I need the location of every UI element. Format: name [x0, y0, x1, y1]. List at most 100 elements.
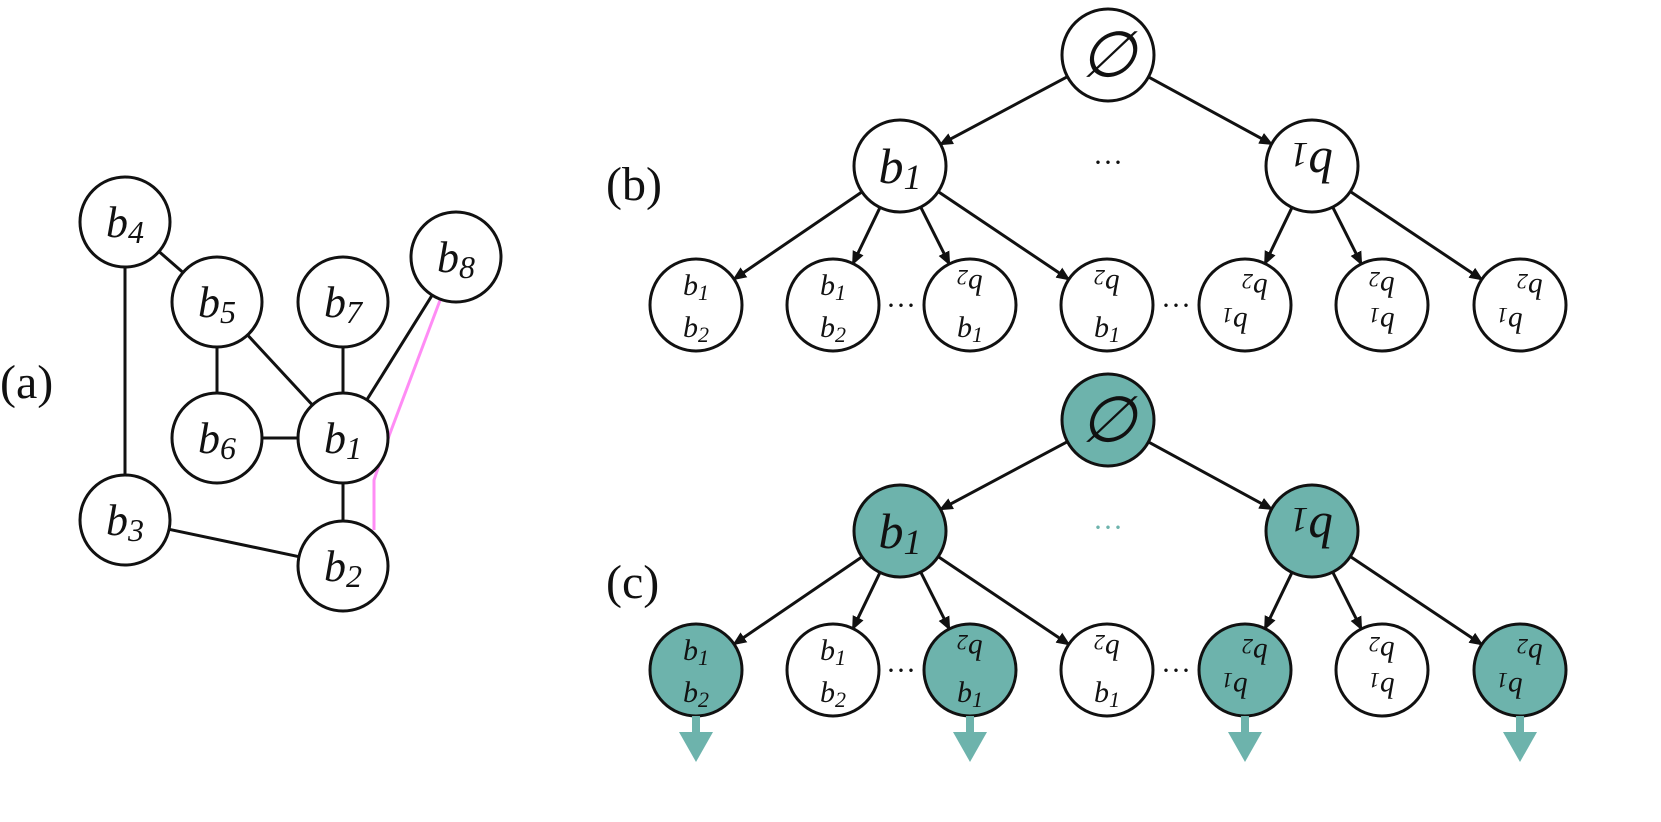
graph-node-label-b3: b3 — [106, 496, 144, 549]
tree-b-level2-bottom-0: b2 — [683, 311, 709, 347]
svg-text:b2: b2 — [1369, 268, 1395, 304]
graph-node-label-b6: b6 — [198, 414, 236, 467]
tree-c-level2-node-1 — [785, 622, 881, 718]
tree-b-level2-top-2: b2 — [957, 266, 983, 302]
tree-c-level2-node-3 — [1059, 622, 1155, 718]
tree-b-level1-node-0 — [852, 118, 948, 214]
tree-b-root-label: ∅ — [1080, 20, 1139, 91]
svg-text:b1: b1 — [1222, 304, 1248, 340]
tree-b-level2-top-5: b2 — [1369, 268, 1395, 304]
tree-b-level2-bottom-2: b1 — [957, 311, 983, 347]
svg-text:b1: b1 — [1094, 676, 1120, 712]
tree-b-level2-top-0: b1 — [683, 269, 709, 305]
tree-c-edge-l1b-5 — [1331, 571, 1363, 631]
svg-text:b4: b4 — [106, 198, 144, 251]
tree-b-level2-bottom-1: b2 — [820, 311, 846, 347]
svg-text:b2: b2 — [1517, 635, 1543, 671]
svg-text:b7: b7 — [324, 278, 364, 331]
tree-c-level2-node-5 — [1334, 622, 1430, 718]
tree-c-level2-top-3: b2 — [1094, 631, 1120, 667]
tree-c-level2-top-5: b2 — [1369, 633, 1395, 669]
svg-text:b3: b3 — [106, 496, 144, 549]
svg-text:b2: b2 — [957, 631, 983, 667]
svg-text:b1: b1 — [324, 414, 362, 467]
svg-text:b1: b1 — [820, 634, 846, 670]
tree-c-expand-arrow-shaft-6 — [1516, 716, 1524, 732]
tree-c-level2-top-0: b1 — [683, 634, 709, 670]
svg-text:b6: b6 — [198, 414, 236, 467]
tree-b-level2-ellipsis-left: ··· — [886, 289, 916, 322]
svg-text:b1: b1 — [879, 503, 922, 562]
svg-text:b2: b2 — [683, 311, 709, 347]
panel-label-c: (c) — [606, 556, 659, 609]
svg-text:b1: b1 — [1497, 669, 1523, 705]
svg-text:b1: b1 — [1497, 304, 1523, 340]
tree-b-level1-ellipsis: ··· — [1093, 146, 1123, 179]
graph-node-b3 — [78, 473, 172, 567]
svg-text:b1: b1 — [1291, 135, 1334, 194]
tree-b-level1-label-0: b1 — [879, 138, 922, 197]
tree-b-level2-node-3 — [1059, 257, 1155, 353]
tree-c-root-node — [1060, 372, 1156, 468]
tree-b-level2-top-6: b2 — [1517, 270, 1543, 306]
tree-b-level2-node-0 — [648, 257, 744, 353]
tree-b-level1-label-1: b1 — [1291, 135, 1334, 194]
tree-c-level1-node-1 — [1264, 483, 1360, 579]
svg-text:b2: b2 — [820, 311, 846, 347]
graph-node-b8 — [409, 210, 503, 304]
svg-text:b1: b1 — [683, 269, 709, 305]
tree-c-expand-arrow-icon-2 — [953, 732, 987, 762]
tree-c-expand-arrow-icon-6 — [1503, 732, 1537, 762]
tree-c-level1-label-0: b1 — [879, 503, 922, 562]
svg-text:b2: b2 — [1369, 633, 1395, 669]
tree-c-level2-bottom-6: b1 — [1497, 669, 1523, 705]
tree-b-edge-root-right — [1147, 75, 1274, 146]
edge-b8-b1 — [365, 294, 434, 401]
tree-c-level2-bottom-2: b1 — [957, 676, 983, 712]
tree-c-expand-arrow-shaft-4 — [1241, 716, 1249, 732]
tree-b-edge-l1b-5 — [1331, 206, 1363, 266]
svg-text:b5: b5 — [198, 278, 236, 331]
svg-text:b2: b2 — [1242, 635, 1268, 671]
svg-text:b2: b2 — [324, 542, 362, 595]
tree-b-level1-node-1 — [1264, 118, 1360, 214]
tree-c-level1-ellipsis: ··· — [1093, 511, 1123, 544]
tree-c-level1-label-1: b1 — [1291, 500, 1334, 559]
graph-node-label-b4: b4 — [106, 198, 144, 251]
graph-node-b7 — [296, 255, 390, 349]
tree-c-expand-arrow-icon-0 — [679, 732, 713, 762]
graph-node-label-b5: b5 — [198, 278, 236, 331]
svg-text:b1: b1 — [683, 634, 709, 670]
svg-text:b1: b1 — [957, 311, 983, 347]
tree-c-level2-top-2: b2 — [957, 631, 983, 667]
tree-b-level2-top-4: b2 — [1242, 270, 1268, 306]
tree-c-level2-top-1: b1 — [820, 634, 846, 670]
tree-c-level2-bottom-1: b2 — [820, 676, 846, 712]
tree-b-level2-node-6 — [1472, 257, 1568, 353]
edge-b4-b5 — [157, 250, 185, 274]
svg-text:b2: b2 — [1094, 631, 1120, 667]
tree-c-edge-root-right — [1147, 440, 1274, 511]
graph-node-label-b7: b7 — [324, 278, 364, 331]
tree-b-edge-l1a-1 — [851, 206, 882, 266]
tree-b-level2-node-5 — [1334, 257, 1430, 353]
tree-b-edge-l1a-2 — [919, 206, 951, 266]
tree-c-level2-ellipsis-left: ··· — [886, 654, 916, 687]
svg-text:b2: b2 — [1242, 270, 1268, 306]
tree-c-level1-node-0 — [852, 483, 948, 579]
tree-b-level2-bottom-6: b1 — [1497, 304, 1523, 340]
svg-text:b2: b2 — [1094, 266, 1120, 302]
tree-c-level2-top-4: b2 — [1242, 635, 1268, 671]
tree-b-edge-l1a-0 — [732, 190, 863, 281]
svg-text:b1: b1 — [879, 138, 922, 197]
tree-b-edge-l1b-4 — [1263, 206, 1294, 266]
tree-c-level2-bottom-5: b1 — [1369, 669, 1395, 705]
tree-c-edge-l1b-6 — [1349, 555, 1484, 646]
tree-c-edge-l1a-1 — [851, 571, 882, 631]
svg-text:b2: b2 — [957, 266, 983, 302]
tree-c-expand-arrow-shaft-2 — [966, 716, 974, 732]
panel-label-a: (a) — [0, 356, 53, 409]
